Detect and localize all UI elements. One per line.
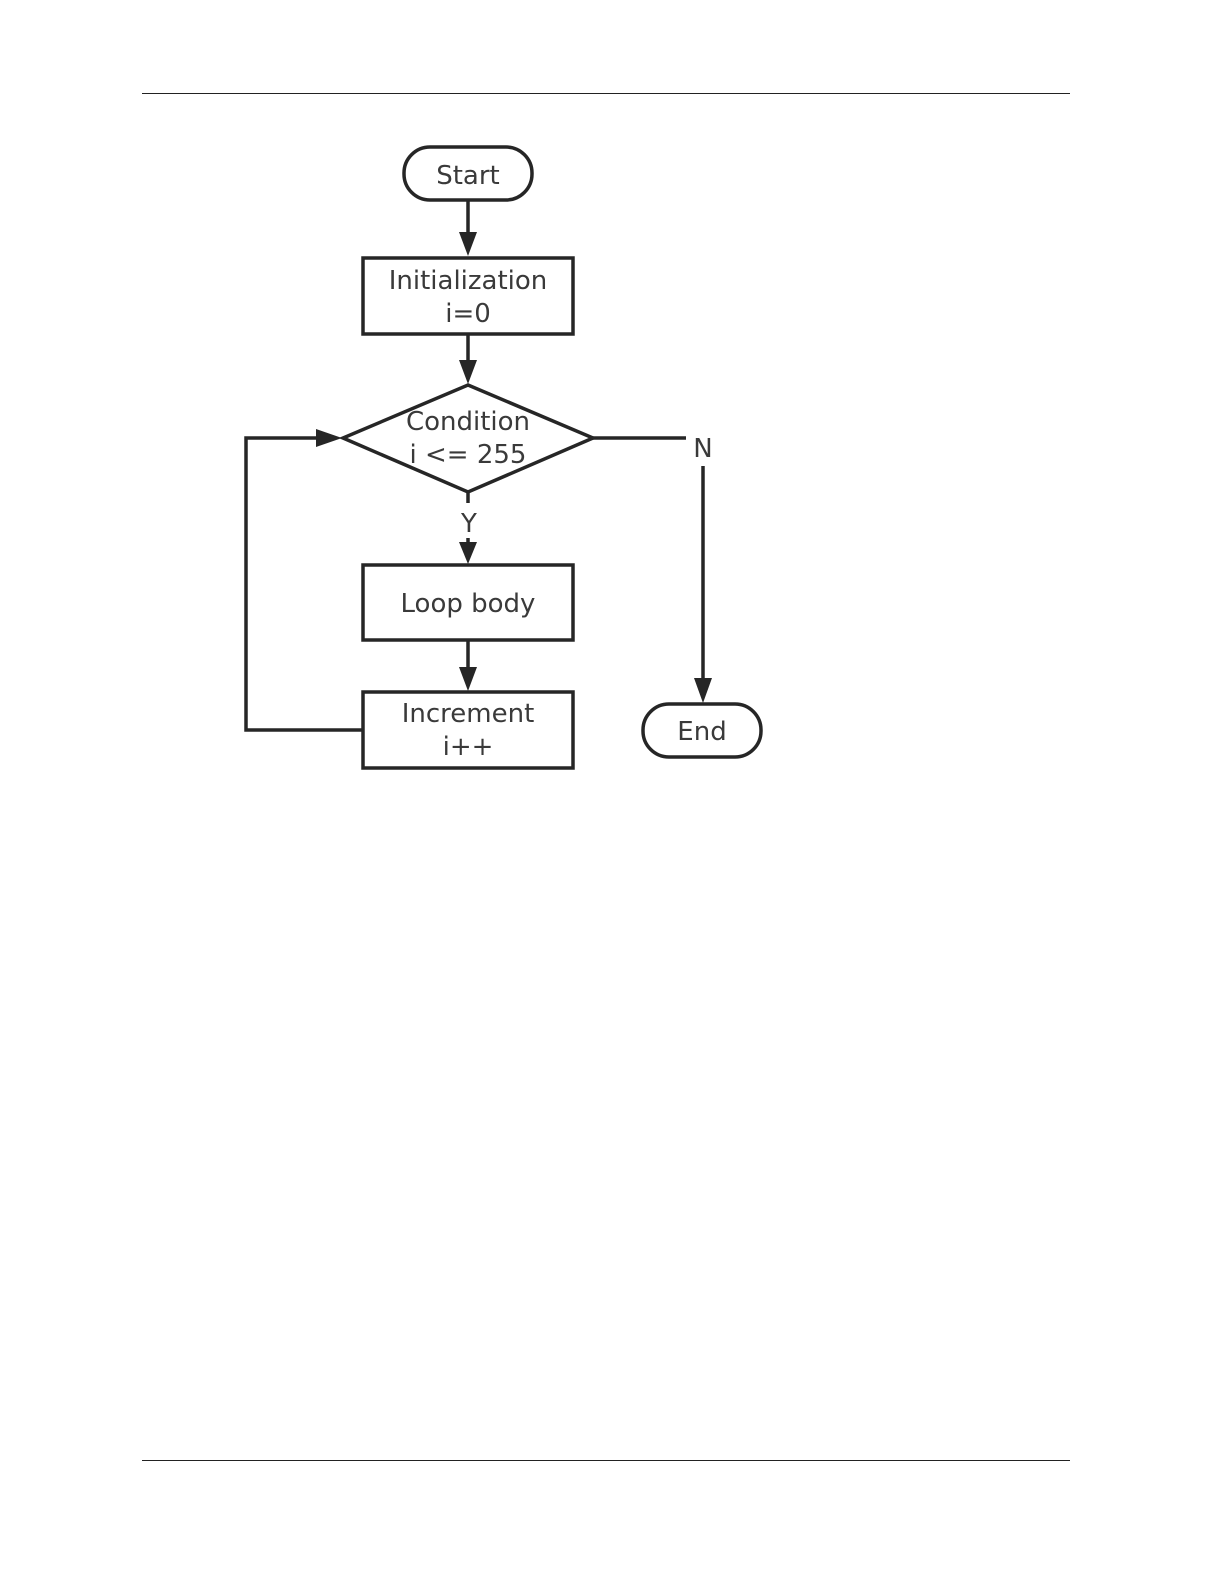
start-label: Start	[436, 161, 500, 191]
body-label: Loop body	[401, 589, 536, 619]
edge-condition-to-end: N	[593, 434, 713, 703]
end-node: End	[643, 704, 761, 757]
end-label: End	[677, 717, 726, 747]
edge-body-to-increment	[459, 640, 477, 691]
increment-label-line1: Increment	[402, 699, 535, 729]
footer-rule	[142, 1460, 1070, 1461]
condition-decision-shape	[343, 385, 593, 492]
edge-increment-to-condition-line	[246, 438, 363, 730]
start-node: Start	[404, 147, 532, 200]
edge-condition-to-end-arrowhead	[694, 678, 712, 703]
edge-start-to-init-arrowhead	[459, 232, 477, 256]
condition-node: Condition i <= 255	[343, 385, 593, 492]
edge-condition-to-body: Y	[459, 492, 477, 564]
edge-start-to-init	[459, 200, 477, 256]
init-label-line2: i=0	[445, 299, 491, 329]
edge-condition-to-body-arrowhead	[459, 542, 477, 564]
edge-increment-to-condition-arrowhead	[316, 429, 342, 447]
init-label-line1: Initialization	[389, 266, 548, 296]
increment-node: Increment i++	[363, 692, 573, 768]
body-node: Loop body	[363, 565, 573, 640]
init-node: Initialization i=0	[363, 258, 573, 334]
condition-label-line1: Condition	[406, 407, 530, 437]
edge-increment-to-condition	[246, 429, 363, 730]
edge-yes-label: Y	[460, 509, 477, 539]
increment-label-line2: i++	[443, 732, 494, 762]
edge-body-to-increment-arrowhead	[459, 667, 477, 691]
edge-init-to-condition-arrowhead	[459, 360, 477, 384]
condition-label-line2: i <= 255	[410, 440, 527, 470]
edge-init-to-condition	[459, 334, 477, 384]
edge-no-label: N	[693, 434, 712, 464]
